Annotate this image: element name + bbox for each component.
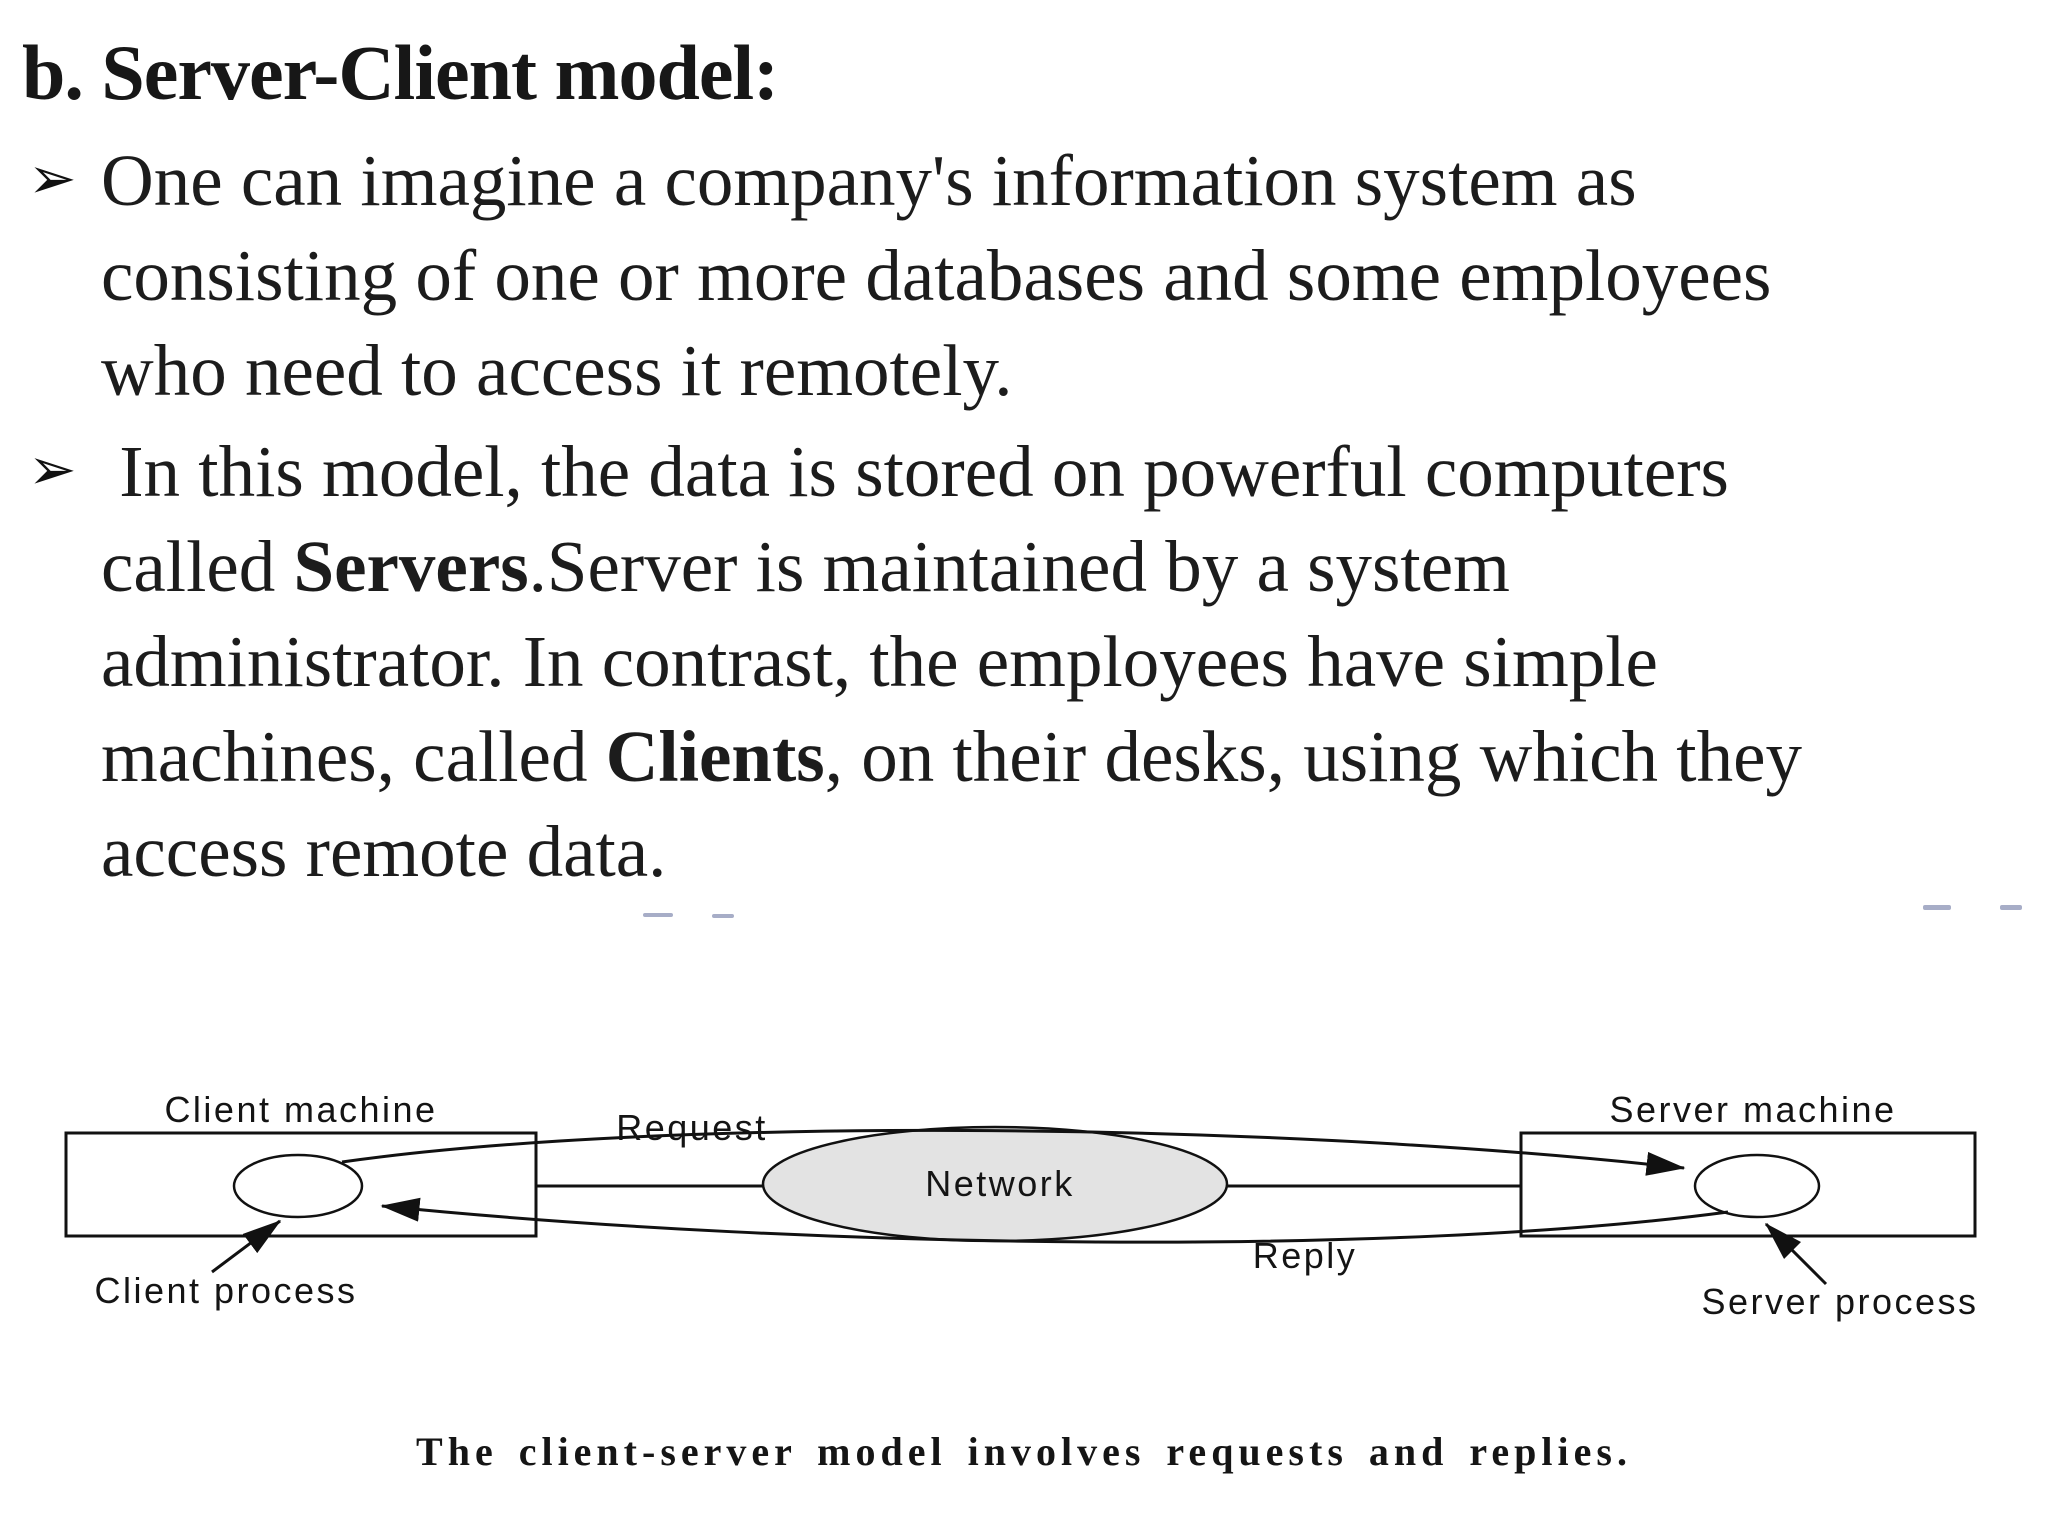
client-server-diagram: Client machine Server machine Request Ne… [64,1089,1978,1322]
client-process-circle [232,1153,364,1219]
server-process-pointer-arrow [1764,1222,1828,1286]
request-label: Request [616,1107,768,1148]
text-line: administrator. In contrast, the employee… [101,621,1658,702]
text-line: machines, called Clients, on their desks… [101,716,1802,797]
client-process-pointer-arrow [211,1219,282,1274]
arrow-bullet-icon: ➢ [28,144,77,212]
text-line: access remote data. [101,811,667,892]
bullet-list: ➢ One can imagine a company's informatio… [20,133,2020,899]
stray-mark [2000,905,2022,910]
server-process-label: Server process [1701,1281,1978,1322]
bullet-text: One can imagine a company's information … [101,133,2020,418]
bullet-text: In this model, the data is stored on pow… [101,424,2020,899]
server-process-circle [1693,1153,1821,1219]
request-arrow [341,1128,1686,1176]
stray-mark [643,913,673,917]
text-line: who need to access it remotely. [101,330,1013,411]
reply-label: Reply [1253,1235,1358,1276]
diagram-caption: The client-server model involves request… [416,1429,1632,1474]
reply-arrow [380,1197,1729,1244]
text-line: One can imagine a company's information … [101,140,1637,221]
stray-mark [712,914,734,918]
arrow-bullet-icon: ➢ [28,435,77,503]
text-line: called Servers.Server is maintained by a… [101,526,1510,607]
text-line: consisting of one or more databases and … [101,235,1772,316]
bullet-item: ➢ In this model, the data is stored on p… [20,424,2020,899]
stray-mark [1923,905,1951,910]
text-line: In this model, the data is stored on pow… [101,431,1729,512]
bullet-item: ➢ One can imagine a company's informatio… [20,133,2020,418]
client-machine-label: Client machine [164,1089,437,1130]
client-process-label: Client process [94,1270,357,1311]
server-machine-label: Server machine [1609,1089,1896,1130]
network-label: Network [925,1163,1075,1204]
page-title: b. Server-Client model: [22,29,779,116]
